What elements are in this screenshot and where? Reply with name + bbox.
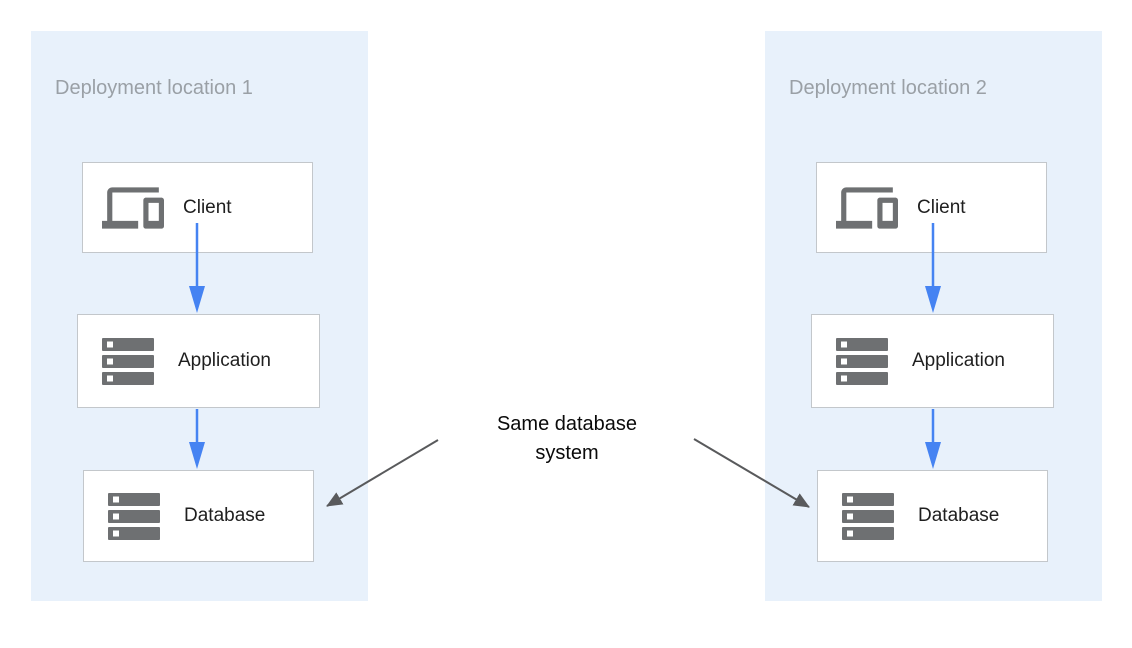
node-client: Client [816,162,1047,253]
node-label: Database [184,505,266,526]
server-stack-icon [94,337,162,385]
node-label: Application [178,350,271,371]
node-database: Database [83,470,314,562]
annotation-line: system [535,442,599,464]
server-stack-icon [834,492,902,540]
node-label: Database [918,505,1000,526]
client-devices-icon [99,186,167,229]
node-application: Application [77,314,320,408]
node-label: Client [917,196,966,218]
server-stack-icon [100,492,168,540]
deployment-location-1-panel: Deployment location 1 Client [31,31,368,601]
panel-title: Deployment location 2 [789,77,987,99]
node-database: Database [817,470,1048,562]
same-database-system-annotation: Same database system [497,410,637,468]
node-application: Application [811,314,1054,408]
client-devices-icon [833,186,901,229]
panel-title: Deployment location 1 [55,77,253,99]
node-label: Application [912,350,1005,371]
annotation-line: Same database [496,413,638,435]
node-label: Client [183,196,232,218]
deployment-location-2-panel: Deployment location 2 Client [765,31,1102,601]
server-stack-icon [828,337,896,385]
node-client: Client [82,162,313,253]
